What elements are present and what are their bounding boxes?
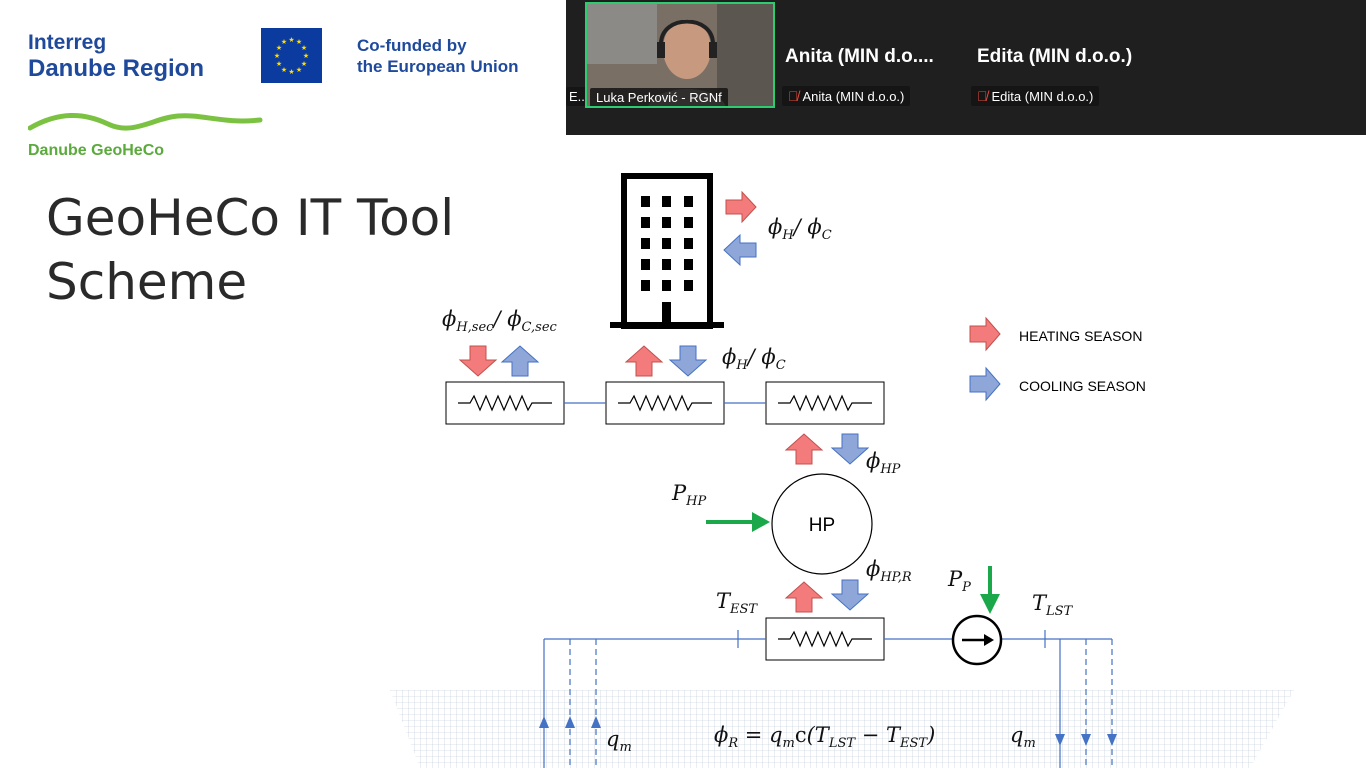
cool-in-arrow-icon — [723, 233, 757, 267]
equation-labels: ϕH/ ϕC ϕH,sec/ ϕC,sec ϕH/ ϕC ϕHP PHP ϕHP… — [442, 215, 1074, 755]
participant-name-anita[interactable]: Anita (MIN d.o.... — [785, 46, 934, 67]
hp-heat-up-arrow-icon — [784, 433, 824, 465]
svg-text:★: ★ — [296, 38, 302, 46]
svg-text:★: ★ — [281, 66, 287, 74]
svg-text:ϕR = qmc(TLST − TEST): ϕR = qmc(TLST − TEST) — [714, 723, 935, 751]
svg-text:★: ★ — [281, 38, 287, 46]
heat-down-arrow-icon — [458, 345, 498, 377]
participant-video-icon — [587, 4, 773, 106]
danube-geoheco-logo-text: Danube GeoHeCo — [28, 142, 165, 159]
pump-power-arrow-icon — [980, 566, 1000, 614]
flow-direction-arrows-icon — [539, 716, 1117, 746]
legend-heating-label: HEATING SEASON — [1019, 328, 1142, 344]
svg-text:★: ★ — [288, 36, 294, 44]
legend-cooling-arrow-icon — [969, 366, 1001, 402]
circulation-pump-icon — [951, 614, 1003, 666]
participant-chip-edita: 🎙̸Edita (MIN d.o.o.) — [971, 86, 1100, 106]
eu-text-line2: the European Union — [357, 57, 519, 76]
ground-heat-up-arrow-icon — [784, 581, 824, 613]
geoheco-scheme-diagram: HP HEATING SEASON COOLING SEASON — [390, 173, 1294, 768]
svg-text:ϕHP,R: ϕHP,R — [866, 557, 912, 585]
ground-area — [390, 690, 1294, 768]
mic-muted-icon: 🎙̸ — [788, 88, 799, 104]
participant-chip-luka: Luka Perković - RGNf — [590, 88, 728, 106]
svg-text:PHP: PHP — [671, 481, 706, 509]
svg-text:★: ★ — [301, 60, 307, 68]
interreg-logo-line2: Danube Region — [28, 55, 205, 82]
svg-text:★: ★ — [276, 60, 282, 68]
danube-wave-icon — [28, 113, 263, 131]
svg-text:★: ★ — [276, 44, 282, 52]
svg-text:TEST: TEST — [716, 589, 758, 617]
participant-chip-edita-label: Edita (MIN d.o.o.) — [991, 89, 1094, 104]
legend-heating-arrow-icon — [969, 316, 1001, 352]
svg-text:★: ★ — [288, 68, 294, 76]
slide-title-line1: GeoHeCo IT Tool — [46, 189, 455, 247]
svg-text:TLST: TLST — [1032, 591, 1074, 619]
participant-tile-luka[interactable]: Luka Perković - RGNf — [585, 2, 775, 108]
participant-chip-anita-label: Anita (MIN d.o.o.) — [802, 89, 905, 104]
svg-text:★: ★ — [303, 52, 309, 60]
svg-text:ϕH/ ϕC: ϕH/ ϕC — [768, 215, 832, 243]
svg-text:ϕH,sec/ ϕC,sec: ϕH,sec/ ϕC,sec — [442, 307, 558, 335]
heat-out-arrow-icon — [725, 190, 757, 224]
heat-pump-circle — [771, 473, 873, 575]
svg-text:★: ★ — [274, 52, 280, 60]
power-input-arrow-icon — [706, 512, 770, 532]
svg-text:ϕHP: ϕHP — [866, 449, 901, 477]
legend-cooling-label: COOLING SEASON — [1019, 378, 1146, 394]
svg-text:PP: PP — [947, 567, 971, 595]
svg-text:ϕH/ ϕC: ϕH/ ϕC — [722, 345, 786, 373]
svg-text:★: ★ — [296, 66, 302, 74]
slide-title: GeoHeCo IT Tool Scheme — [46, 186, 454, 314]
hp-cool-down-arrow-icon — [830, 433, 870, 465]
building-icon — [610, 173, 724, 329]
svg-text:★: ★ — [301, 44, 307, 52]
cool-up-arrow-icon — [500, 345, 540, 377]
mic-muted-icon: 🎙̸ — [977, 88, 988, 104]
eu-text-line1: Co-funded by — [357, 36, 467, 55]
interreg-logo-line1: Interreg — [28, 31, 107, 54]
hp-label: HP — [809, 515, 835, 536]
ground-pipe-loop — [543, 630, 1113, 768]
slide-title-line2: Scheme — [46, 253, 248, 311]
cool-down-arrow-icon — [668, 345, 708, 377]
heat-up-arrow-icon — [624, 345, 664, 377]
eu-flag-icon: ★★★ ★★★ ★★★ ★★★ — [261, 28, 322, 83]
participant-chip-anita: 🎙̸Anita (MIN d.o.o.) — [782, 86, 911, 106]
participant-name-edita[interactable]: Edita (MIN d.o.o.) — [977, 46, 1133, 67]
ground-cool-down-arrow-icon — [830, 579, 870, 611]
interreg-logo: Interreg Danube Region — [28, 30, 204, 82]
eu-cofunded-text: Co-funded by the European Union — [357, 35, 519, 77]
